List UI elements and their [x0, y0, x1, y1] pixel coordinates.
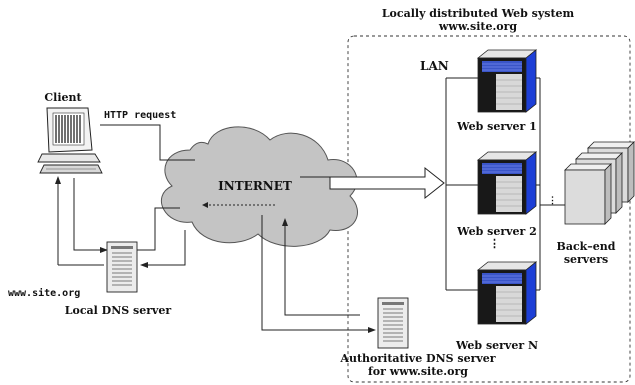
back-end-servers	[564, 141, 635, 225]
local-dns-server	[106, 241, 138, 293]
client-computer	[37, 107, 103, 174]
client-label: Client	[44, 91, 82, 104]
web-server-2	[477, 151, 537, 215]
internet-cloud	[161, 126, 358, 247]
web-server-1	[477, 49, 537, 113]
web-server-2-label: Web server 2	[456, 225, 537, 238]
local-dns-label: Local DNS server	[65, 304, 172, 317]
auth-dns-label: Authoritative DNS server	[339, 352, 495, 365]
system-title: Locally distributed Web system	[382, 7, 575, 20]
back-end-label-2: servers	[564, 253, 608, 266]
backend-ellipsis: ⋮	[548, 195, 557, 206]
client-domain-label: www.site.org	[8, 287, 80, 299]
internet-auth-dns-links	[261, 215, 376, 333]
dns-response-arrowhead	[202, 202, 208, 208]
back-end-label: Back–end	[557, 240, 616, 253]
web-server-n-label: Web server N	[455, 339, 538, 352]
http-request-label: HTTP request	[104, 110, 176, 121]
authoritative-dns-server	[377, 297, 409, 349]
lan-bus	[445, 77, 565, 291]
system-domain: www.site.org	[438, 20, 518, 33]
auth-dns-label-2: for www.site.org	[368, 365, 468, 378]
webserver-ellipsis: ⋮	[489, 237, 500, 250]
client-dns-links	[55, 176, 108, 266]
internet-label: INTERNET	[218, 179, 292, 193]
web-server-1-label: Web server 1	[456, 120, 537, 133]
internet-to-lan-arrow	[329, 166, 445, 200]
lan-label: LAN	[420, 59, 449, 73]
local-dns-internet-links	[137, 207, 186, 268]
web-server-n	[477, 261, 537, 325]
http-request-line	[100, 124, 195, 161]
